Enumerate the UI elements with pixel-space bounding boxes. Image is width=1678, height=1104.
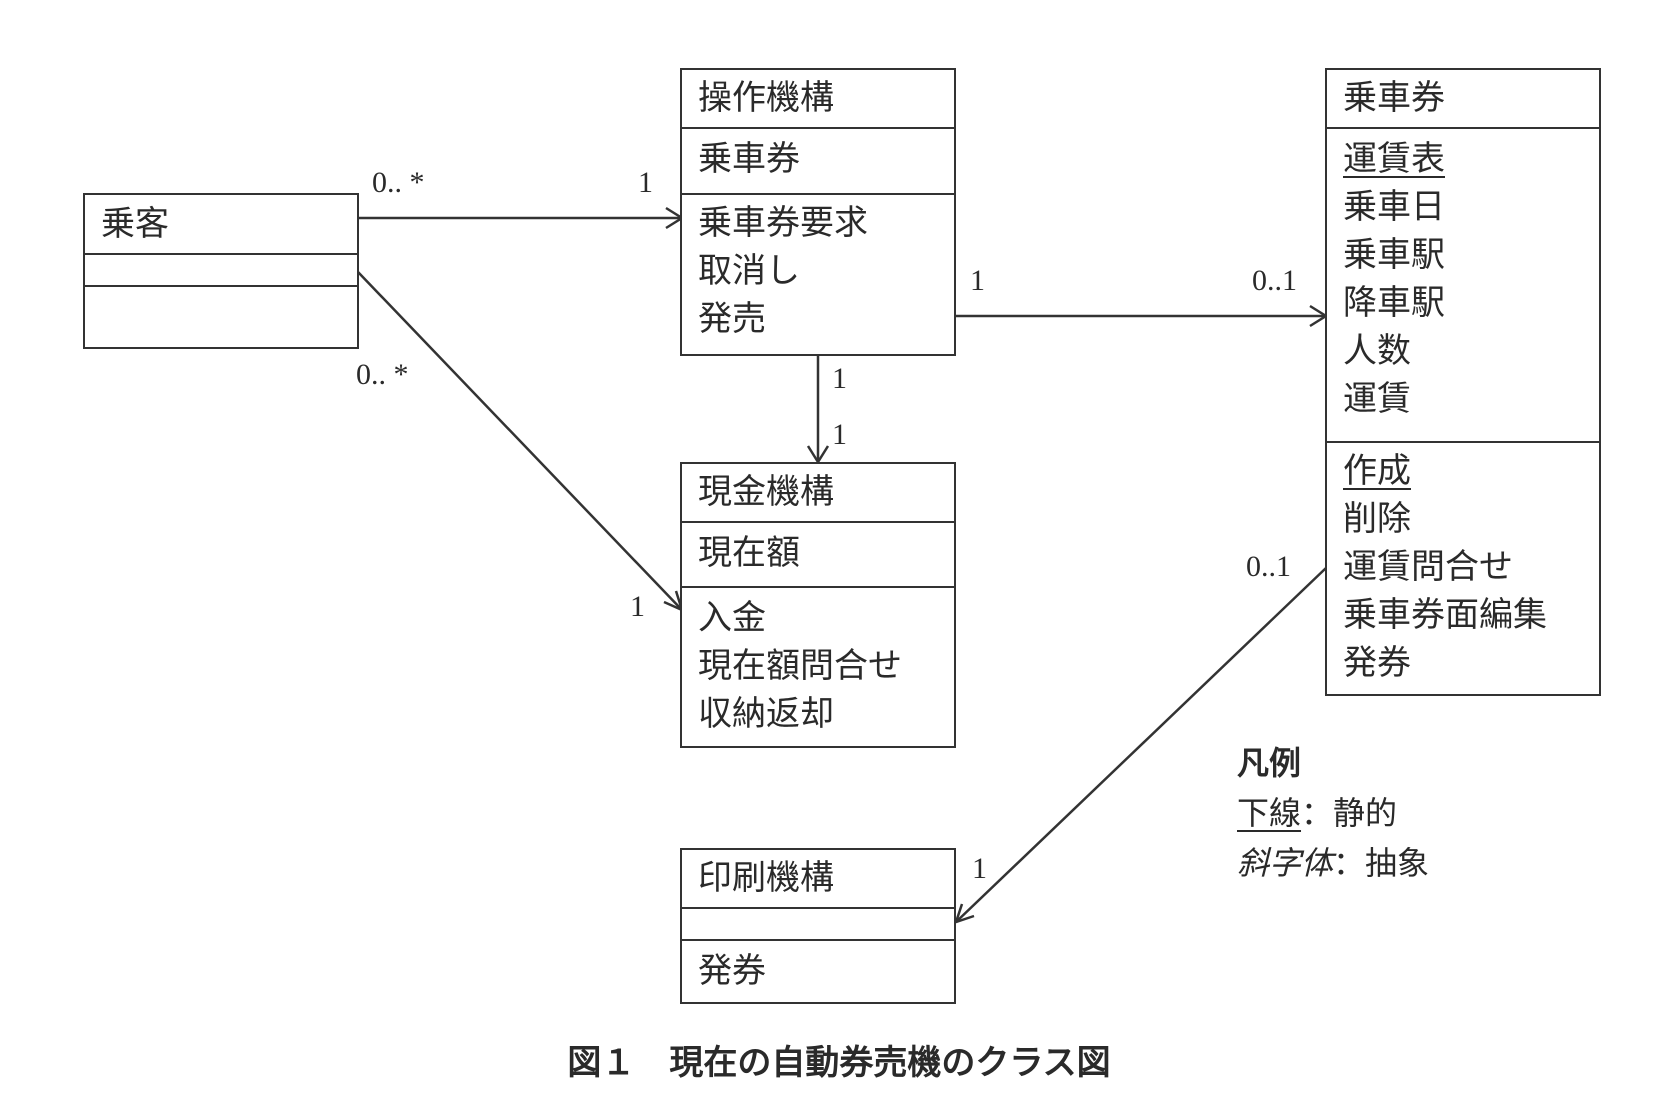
class-name-section: 乗客	[85, 195, 357, 253]
class-name: 操作機構	[698, 78, 834, 118]
attribute: 運賃	[1343, 379, 1411, 419]
operation: 現在額問合せ	[698, 646, 902, 686]
attribute: 乗車日	[1343, 187, 1445, 227]
attribute: 降車駅	[1343, 283, 1445, 323]
attribute-static: 運賃表	[1343, 139, 1445, 179]
class-ticket: 乗車券 運賃表 乗車日 乗車駅 降車駅 人数 運賃 作成 削除 運賃問合せ 乗車…	[1325, 68, 1601, 696]
operation: 入金	[698, 598, 766, 638]
operations-section: 作成 削除 運賃問合せ 乗車券面編集 発券	[1327, 441, 1599, 687]
operation: 乗車券面編集	[1343, 595, 1547, 635]
mult-passenger-operation-to: 1	[638, 166, 653, 199]
class-cash-mechanism: 現金機構 現在額 入金 現在額問合せ 収納返却	[680, 462, 956, 748]
operations-section	[85, 285, 357, 347]
legend-italic-term: 斜字体	[1237, 844, 1334, 882]
operation: 削除	[1343, 499, 1411, 539]
legend: 凡例 下線：静的 斜字体：抽象	[1237, 738, 1429, 888]
class-name: 印刷機構	[698, 858, 834, 898]
operation: 発券	[698, 951, 766, 991]
operation: 収納返却	[698, 694, 834, 734]
operation: 乗車券要求	[698, 203, 868, 243]
mult-operation-cash-to: 1	[832, 418, 847, 451]
legend-italic-row: 斜字体：抽象	[1237, 838, 1429, 888]
operation: 取消し	[698, 251, 800, 291]
operation: 発売	[698, 299, 766, 339]
mult-ticket-print-to: 1	[972, 852, 987, 885]
attributes-section: 現在額	[682, 521, 954, 586]
operations-section: 入金 現在額問合せ 収納返却	[682, 586, 954, 738]
operation-static: 作成	[1343, 451, 1411, 491]
legend-title: 凡例	[1237, 744, 1302, 782]
class-name: 現金機構	[698, 472, 834, 512]
attributes-section	[682, 907, 954, 939]
mult-passenger-operation-from: 0.. *	[372, 166, 425, 199]
mult-ticket-print-from: 0..1	[1246, 550, 1291, 583]
legend-underline-term: 下線	[1237, 794, 1302, 832]
class-operation-mechanism: 操作機構 乗車券 乗車券要求 取消し 発売	[680, 68, 956, 356]
operation: 発券	[1343, 643, 1411, 683]
class-name: 乗客	[101, 204, 169, 244]
operation: 運賃問合せ	[1343, 547, 1513, 587]
legend-underline-meaning: ：静的	[1301, 794, 1398, 832]
class-name-section: 印刷機構	[682, 850, 954, 907]
figure-caption: 図１ 現在の自動券売機のクラス図	[567, 1043, 1111, 1083]
attribute: 乗車券	[698, 139, 800, 179]
class-name: 乗車券	[1343, 78, 1445, 118]
mult-operation-ticket-to: 0..1	[1252, 264, 1297, 297]
mult-operation-ticket-from: 1	[970, 264, 985, 297]
attributes-section	[85, 253, 357, 285]
attribute: 人数	[1343, 331, 1411, 371]
mult-passenger-cash-to: 1	[630, 590, 645, 623]
legend-underline-row: 下線：静的	[1237, 788, 1429, 838]
class-name-section: 現金機構	[682, 464, 954, 521]
operations-section: 発券	[682, 939, 954, 995]
assoc-ticket-print	[955, 567, 1327, 923]
mult-operation-cash-from: 1	[832, 362, 847, 395]
class-name-section: 操作機構	[682, 70, 954, 127]
attribute: 現在額	[698, 533, 800, 573]
attribute: 乗車駅	[1343, 235, 1445, 275]
attributes-section: 運賃表 乗車日 乗車駅 降車駅 人数 運賃	[1327, 127, 1599, 441]
operations-section: 乗車券要求 取消し 発売	[682, 193, 954, 343]
class-print-mechanism: 印刷機構 発券	[680, 848, 956, 1004]
arrowhead-print	[954, 903, 975, 924]
legend-italic-meaning: ：抽象	[1333, 844, 1430, 882]
assoc-passenger-cash	[357, 271, 683, 611]
class-passenger: 乗客	[83, 193, 359, 349]
class-name-section: 乗車券	[1327, 70, 1599, 127]
mult-passenger-cash-from: 0.. *	[356, 358, 409, 391]
attributes-section: 乗車券	[682, 127, 954, 193]
